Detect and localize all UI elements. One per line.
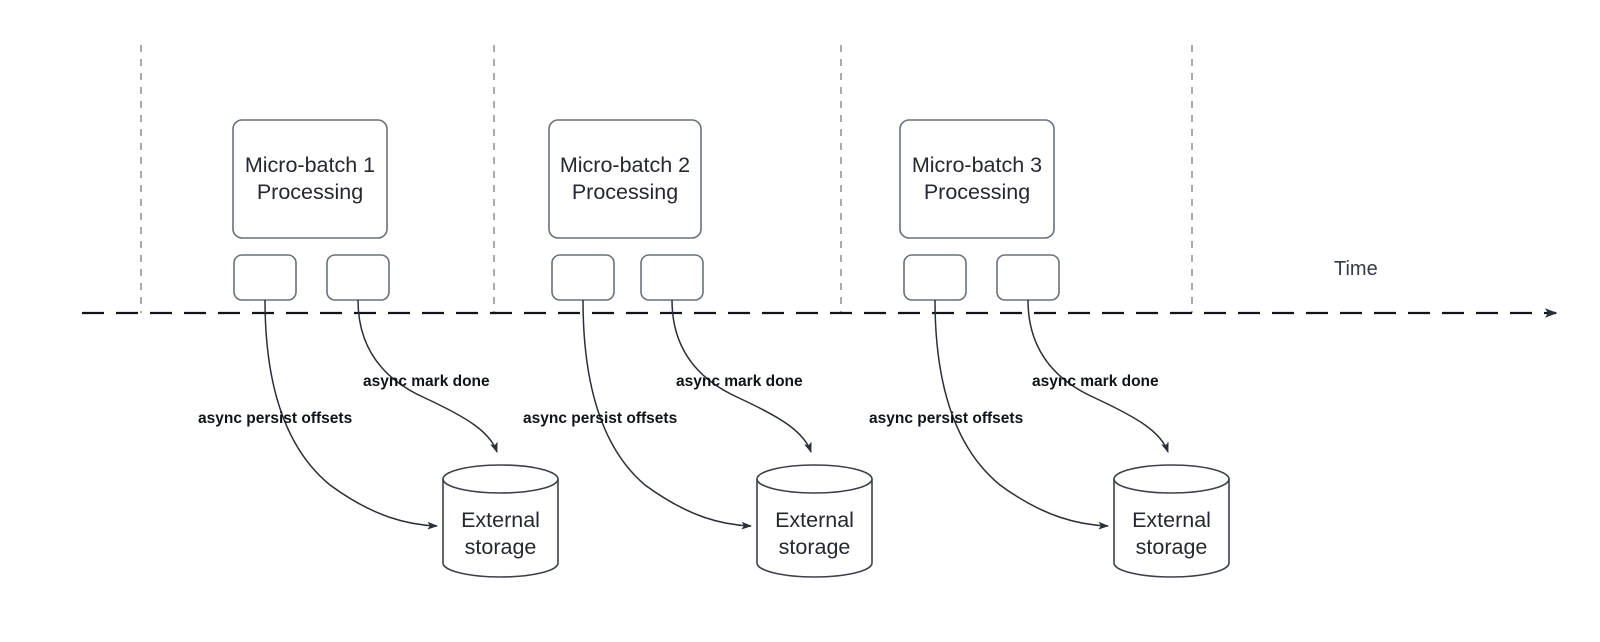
micro-batch-2-box[interactable] <box>548 119 702 239</box>
micro-batch-1-mark-done-label: async mark done <box>363 373 490 390</box>
micro-batch-2-mark-done-arrow <box>671 299 812 453</box>
external-storage-3-label-line2: storage <box>1136 535 1208 559</box>
micro-batch-1-persist-offsets-label: async persist offsets <box>198 410 352 427</box>
micro-batch-2-task-b-box[interactable] <box>640 254 704 301</box>
micro-batch-1-label-line2: Processing <box>257 180 363 204</box>
micro-batch-1-mark-done-arrow <box>357 299 498 453</box>
micro-batch-1-label-line1: Micro-batch 1 <box>245 153 375 177</box>
micro-batch-1-box[interactable] <box>232 119 388 239</box>
micro-batch-3-mark-done-label: async mark done <box>1032 373 1159 390</box>
micro-batch-3-label-line2: Processing <box>924 180 1030 204</box>
micro-batch-3-mark-done-arrow <box>1027 299 1169 453</box>
micro-batch-2-label-line1: Micro-batch 2 <box>560 153 690 177</box>
external-storage-2-label-line1: External <box>775 508 854 532</box>
micro-batch-3-task-a-box[interactable] <box>903 254 967 301</box>
external-storage-1-label-line1: External <box>461 508 540 532</box>
timeline-tick-lines <box>140 45 1193 313</box>
micro-batch-2-label-line2: Processing <box>572 180 678 204</box>
external-storage-3-label-line1: External <box>1132 508 1211 532</box>
external-storage-3[interactable]: External storage <box>1113 464 1230 578</box>
time-axis: Time <box>82 258 1558 318</box>
external-storage-2[interactable]: External storage <box>756 464 873 578</box>
external-storage-2-label-line2: storage <box>779 535 851 559</box>
micro-batch-3-box[interactable] <box>899 119 1055 239</box>
micro-batch-group-3: Micro-batch 3 Processing async persist o… <box>869 119 1230 578</box>
micro-batch-group-2: Micro-batch 2 Processing async persist o… <box>523 119 873 578</box>
micro-batch-2-persist-offsets-arrow <box>582 299 752 530</box>
external-storage-1-label-line2: storage <box>465 535 537 559</box>
micro-batch-1-persist-offsets-arrow <box>264 299 438 530</box>
micro-batch-2-mark-done-label: async mark done <box>676 373 803 390</box>
micro-batch-2-task-a-box[interactable] <box>551 254 615 301</box>
micro-batch-3-persist-offsets-arrow <box>934 299 1109 530</box>
micro-batch-group-1: Micro-batch 1 Processing async persist o… <box>198 119 559 578</box>
micro-batch-3-persist-offsets-label: async persist offsets <box>869 410 1023 427</box>
micro-batch-2-persist-offsets-label: async persist offsets <box>523 410 677 427</box>
time-axis-label: Time <box>1334 258 1378 280</box>
micro-batch-3-task-b-box[interactable] <box>996 254 1060 301</box>
external-storage-1[interactable]: External storage <box>442 464 559 578</box>
micro-batch-3-label-line1: Micro-batch 3 <box>912 153 1042 177</box>
micro-batch-1-task-a-box[interactable] <box>233 254 297 301</box>
micro-batch-1-task-b-box[interactable] <box>326 254 390 301</box>
